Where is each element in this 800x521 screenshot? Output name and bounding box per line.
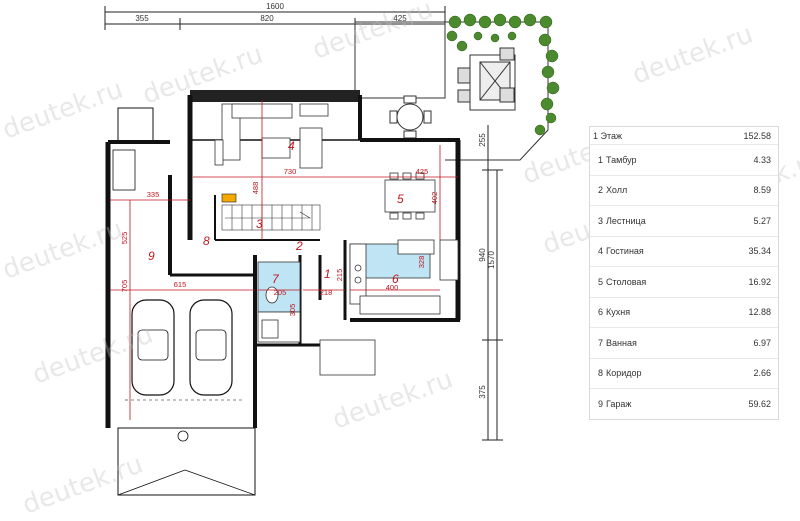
terrace	[354, 21, 549, 161]
room-name: Лестница	[606, 215, 646, 226]
room-4-label: 4	[288, 139, 295, 153]
dim-total: 1600	[266, 2, 284, 11]
room-number: 2	[598, 185, 604, 196]
dim-400: 400	[386, 283, 399, 292]
bathroom	[257, 261, 301, 343]
red-dim-lines	[110, 100, 458, 420]
dim-305: 305	[288, 304, 297, 317]
dim-215: 215	[335, 269, 344, 282]
room-name: Холл	[606, 185, 628, 196]
room-number: 5	[598, 276, 604, 287]
room-area: 35.34	[748, 246, 771, 257]
room-number: 6	[598, 307, 604, 318]
dim-425: 425	[416, 167, 429, 176]
watermark: deutek.ru	[628, 19, 758, 91]
dim-1570: 1570	[487, 251, 496, 269]
room-area: 5.27	[753, 215, 771, 226]
dim-left: 355	[135, 14, 149, 23]
room-name: Гостиная	[606, 246, 644, 257]
room-name: Столовая	[606, 276, 647, 287]
room-area: 4.33	[753, 154, 771, 165]
room-name: Тамбур	[606, 154, 637, 165]
room-number: 1	[598, 154, 604, 165]
dim-mid: 820	[260, 14, 274, 23]
room-area: 6.97	[753, 337, 771, 348]
garage	[105, 107, 257, 496]
room-number: 3	[598, 215, 604, 226]
kitchen	[349, 239, 459, 315]
room-6-label: 6	[392, 272, 399, 286]
room-area: 16.92	[748, 276, 771, 287]
dim-402: 402	[430, 192, 439, 205]
dim-205: 205	[274, 288, 287, 297]
floor-total: 152.58	[743, 131, 771, 141]
room-2-label: 2	[295, 239, 303, 253]
room-9-label: 9	[148, 249, 155, 263]
room-area: 59.62	[748, 398, 771, 409]
shrubs	[446, 13, 560, 136]
entrance-porch	[319, 339, 376, 376]
floor-plan: 1600 355 820 425 255 940 1570 375 730 42…	[104, 2, 560, 496]
room-number: 8	[598, 368, 604, 379]
room-area: 12.88	[748, 307, 771, 318]
floor-header: 1 Этаж 152.58	[590, 127, 778, 144]
dim-218: 218	[320, 288, 333, 297]
room-number: 9	[598, 398, 604, 409]
room-area: 8.59	[753, 185, 771, 196]
dim-940: 940	[478, 248, 487, 262]
dim-328: 328	[417, 256, 426, 269]
floor-label: 1 Этаж	[593, 131, 623, 141]
dim-615: 615	[174, 280, 187, 289]
dim-488: 488	[251, 182, 260, 195]
room-name: Кухня	[606, 307, 631, 318]
room-area: 2.66	[753, 368, 771, 379]
room-3-label: 3	[256, 217, 263, 231]
dim-335: 335	[147, 190, 160, 199]
fireplace-icon	[221, 193, 237, 203]
room-name: Гараж	[606, 398, 632, 409]
room-7-label: 7	[272, 272, 280, 286]
dim-730: 730	[284, 167, 297, 176]
room-name: Ванная	[606, 337, 637, 348]
dim-right: 425	[393, 14, 407, 23]
room-5-label: 5	[397, 192, 404, 206]
dim-705: 705	[120, 280, 129, 293]
room-1-label: 1	[324, 267, 331, 281]
room-number: 4	[598, 246, 604, 257]
room-number: 7	[598, 337, 604, 348]
stairs	[221, 204, 321, 231]
dining-table	[384, 172, 436, 220]
dim-375: 375	[478, 385, 487, 399]
room-name: Коридор	[606, 368, 642, 379]
dim-525: 525	[120, 232, 129, 245]
room-8-label: 8	[203, 234, 210, 248]
dim-255: 255	[478, 133, 487, 147]
living-furniture	[214, 103, 329, 169]
